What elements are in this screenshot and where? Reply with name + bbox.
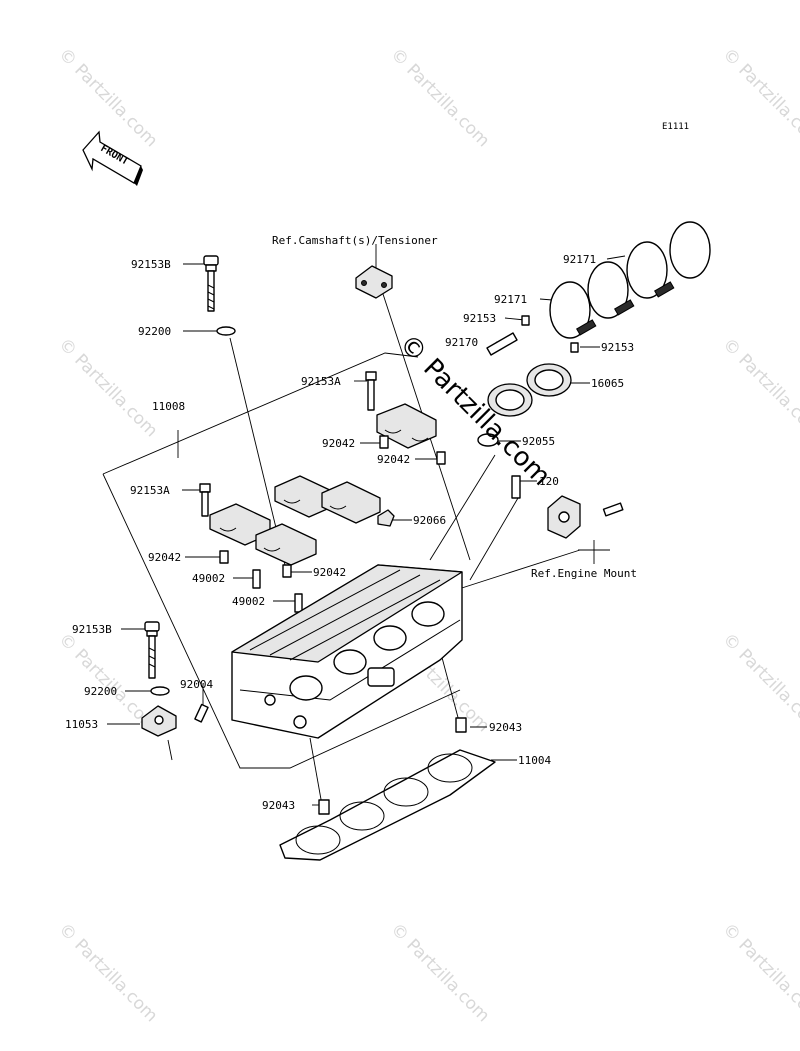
part-label: 92066 bbox=[413, 514, 446, 527]
dowel-92042-a bbox=[379, 435, 389, 449]
part-label: 49002 bbox=[192, 572, 225, 585]
part-label: 92171 bbox=[563, 253, 596, 266]
washer-92200-top bbox=[216, 326, 236, 336]
watermark: © Partzilla.com bbox=[386, 919, 493, 1026]
assembly-outline bbox=[102, 352, 461, 769]
bolt-120 bbox=[511, 475, 521, 499]
ref-engine-mount-label: Ref.Engine Mount bbox=[531, 567, 637, 580]
part-label: 92170 bbox=[445, 336, 478, 349]
part-label: 11053 bbox=[65, 718, 98, 731]
watermark-layer: © Partzilla.com © Partzilla.com © Partzi… bbox=[54, 44, 800, 1026]
watermark: © Partzilla.com bbox=[718, 629, 800, 736]
bolt-92153B-top bbox=[203, 255, 219, 312]
dowel-92042-b bbox=[436, 451, 446, 465]
engine-mount-bracket bbox=[547, 495, 624, 539]
part-label: 92153A bbox=[301, 375, 341, 388]
cylinder-head bbox=[231, 564, 463, 739]
screw-92153-a bbox=[521, 315, 530, 326]
clamp-92066 bbox=[377, 509, 395, 527]
part-label: 92153B bbox=[131, 258, 171, 271]
tensioner-bracket bbox=[355, 265, 393, 299]
part-label: 92043 bbox=[262, 799, 295, 812]
guide-49002-a bbox=[252, 569, 261, 589]
part-label: 92171 bbox=[494, 293, 527, 306]
part-label: 92042 bbox=[148, 551, 181, 564]
watermark: © Partzilla.com bbox=[54, 334, 161, 441]
stud-92004 bbox=[194, 703, 209, 723]
part-label: 92153 bbox=[463, 312, 496, 325]
part-label: 92153A bbox=[130, 484, 170, 497]
watermark: © Partzilla.com bbox=[386, 44, 493, 151]
plug-11053 bbox=[141, 705, 177, 737]
part-label: 92153 bbox=[601, 341, 634, 354]
part-label: 92042 bbox=[377, 453, 410, 466]
diagram-code: E1111 bbox=[662, 122, 689, 132]
dowel-92042-d bbox=[282, 564, 292, 578]
part-label: 92004 bbox=[180, 678, 213, 691]
part-label: 92200 bbox=[138, 325, 171, 338]
dowel-92042-c bbox=[219, 550, 229, 564]
part-label: 92042 bbox=[313, 566, 346, 579]
part-label: 92153B bbox=[72, 623, 112, 636]
head-gasket-11004 bbox=[279, 749, 496, 861]
watermark: © Partzilla.com bbox=[718, 919, 800, 1026]
dowel-92043-right bbox=[455, 717, 467, 733]
part-label: 16065 bbox=[591, 377, 624, 390]
watermark: © Partzilla.com bbox=[54, 44, 161, 151]
part-label: 92055 bbox=[522, 435, 555, 448]
watermark: © Partzilla.com bbox=[718, 334, 800, 441]
bolt-92153B-bottom bbox=[144, 621, 160, 679]
guide-49002-b bbox=[294, 593, 303, 613]
washer-92200-bottom bbox=[150, 686, 170, 696]
watermark: © Partzilla.com bbox=[54, 919, 161, 1026]
cam-cap-upper bbox=[365, 371, 437, 449]
part-label: 92043 bbox=[489, 721, 522, 734]
ref-camshaft-label: Ref.Camshaft(s)/Tensioner bbox=[272, 234, 438, 247]
part-label: 11004 bbox=[518, 754, 551, 767]
part-label: 11008 bbox=[152, 400, 185, 413]
screw-92153-b bbox=[570, 342, 579, 353]
bolt-92153A-left bbox=[199, 483, 211, 517]
oring-92055 bbox=[477, 433, 499, 447]
pipe-92170 bbox=[486, 332, 518, 356]
intake-holders-16065 bbox=[487, 363, 572, 417]
intake-clamps-92171 bbox=[549, 221, 711, 339]
part-label: 120 bbox=[539, 475, 559, 488]
cam-cap-row-1 bbox=[209, 475, 381, 566]
dowel-92043-bottom bbox=[318, 799, 330, 815]
part-label: 92200 bbox=[84, 685, 117, 698]
front-arrow-icon: FRONT bbox=[82, 130, 143, 186]
part-label: 92042 bbox=[322, 437, 355, 450]
leader-lines bbox=[107, 244, 626, 806]
part-label: 49002 bbox=[232, 595, 265, 608]
watermark: © Partzilla.com bbox=[718, 44, 800, 151]
